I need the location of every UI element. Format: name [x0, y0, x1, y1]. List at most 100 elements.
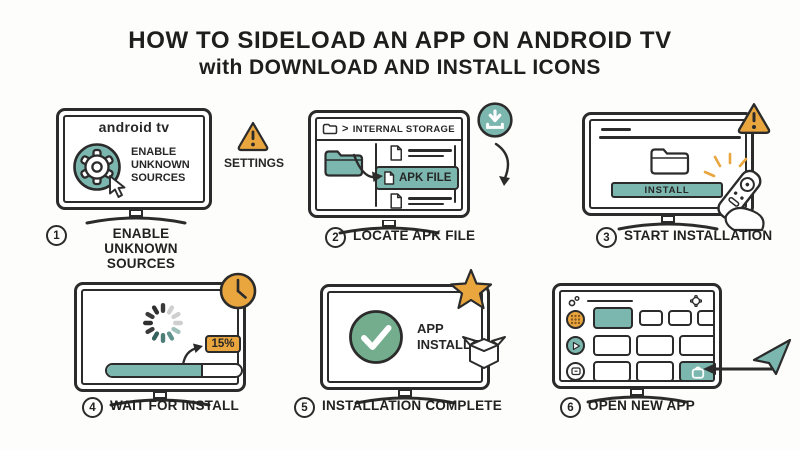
spinner-icon: [143, 303, 183, 343]
step-caption-text: LOCATE APK FILE: [353, 228, 476, 243]
apk-file-label: APK FILE: [399, 172, 452, 184]
tv-illustration: 15%: [74, 282, 246, 392]
file-lines: [408, 194, 452, 208]
step-number: 3: [596, 227, 617, 248]
android-tv-logo: android tv: [98, 119, 170, 135]
file-icon: [390, 145, 402, 161]
tv-illustration: [552, 283, 722, 389]
menu-line: [601, 128, 631, 131]
msg-line: UNKNOWN: [131, 159, 190, 172]
tv-screen: [559, 290, 715, 382]
title-line-2-main: DOWNLOAD AND INSTALL ICONS: [249, 56, 601, 80]
progress-percent-badge: 15%: [205, 335, 241, 353]
tv-stand: [617, 216, 719, 231]
step-caption-text: ENABLE UNKNOWN SOURCES: [104, 226, 178, 271]
install-button: INSTALL: [611, 182, 723, 198]
tv-stand: [338, 220, 440, 235]
file-icon: [384, 171, 395, 185]
progress-bar-fill: [107, 365, 204, 376]
app-tile: [636, 335, 674, 356]
tv-stand: [354, 390, 456, 405]
step-4-caption: 4 WAIT FOR INSTALL: [82, 397, 239, 418]
title-line-2: with DOWNLOAD AND INSTALL ICONS: [0, 55, 800, 81]
msg-line: ENABLE: [131, 146, 177, 158]
open-box-icon: [462, 336, 506, 369]
app-tile: [593, 361, 631, 380]
breadcrumb-label: INTERNAL STORAGE: [352, 123, 455, 135]
msg-line: SOURCES: [131, 172, 186, 185]
apps-grid-icon: [566, 310, 585, 329]
tv-screen: android tv: [63, 115, 205, 203]
step-1: android tv: [40, 100, 284, 271]
step-5: APP INSTALLED 5 INSTALLATION COMPLETE: [288, 268, 540, 438]
step-number: 6: [560, 397, 581, 418]
left-arrow-icon: [703, 363, 775, 375]
library-icon: [566, 362, 585, 380]
step-caption-text: OPEN NEW APP: [588, 398, 695, 413]
curved-arrow-icon: [181, 343, 203, 367]
new-app-tile: [679, 361, 713, 380]
app-tile: [636, 361, 674, 380]
step-number: 5: [294, 397, 315, 418]
tv-screen: 15%: [81, 289, 243, 385]
menu-line: [599, 136, 741, 139]
play-icon: [566, 336, 585, 355]
curved-arrow-icon: [494, 142, 510, 186]
file-icon: [390, 193, 402, 209]
breadcrumb-sep: >: [342, 123, 349, 135]
step-caption-text: START INSTALLATION: [624, 228, 773, 243]
title-with: with: [199, 56, 249, 80]
step-1-caption: 1 ENABLE UNKNOWN SOURCES: [46, 225, 208, 271]
step-2: > INTERNAL STORAGE: [298, 100, 546, 268]
app-tile-focused: [593, 307, 633, 329]
tv-illustration: android tv: [56, 108, 212, 210]
step-4: 15% 4 WAIT FOR INSTALL: [40, 268, 280, 438]
step-number: 4: [82, 397, 103, 418]
msg-line: APP: [417, 321, 444, 336]
page-title: HOW TO SIDELOAD AN APP ON ANDROID TV wit…: [0, 26, 800, 81]
step-number: 2: [325, 227, 346, 248]
step-6-caption: 6 OPEN NEW APP: [560, 397, 695, 418]
app-tile: [593, 335, 631, 356]
file-lines: [408, 146, 452, 160]
menu-line: [587, 300, 633, 302]
file-row: [389, 192, 452, 210]
step-caption-text: INSTALLATION COMPLETE: [322, 398, 502, 413]
step-caption-text: WAIT FOR INSTALL: [110, 398, 239, 413]
app-tile: [668, 310, 692, 326]
step-number: 1: [46, 225, 67, 246]
step-5-caption: 5 INSTALLATION COMPLETE: [294, 397, 502, 418]
enable-unknown-sources-text: ENABLE UNKNOWN SOURCES: [131, 146, 190, 186]
gear-icon: [73, 143, 121, 191]
gear-icon: [689, 294, 703, 308]
cursor-plane-icon: [752, 338, 792, 376]
app-tile: [639, 310, 663, 326]
file-row: [389, 144, 452, 162]
app-tile: [679, 335, 713, 356]
tv-illustration: > INTERNAL STORAGE: [308, 110, 470, 218]
folder-outline-icon: [322, 123, 338, 135]
step-3-caption: 3 START INSTALLATION: [596, 227, 773, 248]
clock-icon: [219, 272, 257, 310]
settings-label: SETTINGS: [223, 156, 284, 170]
app-tile: [697, 310, 713, 326]
step-2-caption: 2 LOCATE APK FILE: [325, 227, 476, 248]
tv-stand: [85, 210, 187, 225]
warning-triangle-icon: [237, 121, 269, 152]
tv-screen: > INTERNAL STORAGE: [315, 117, 463, 211]
decoration-icon: [568, 296, 580, 307]
remote-hand-icon: [703, 152, 765, 232]
breadcrumb: > INTERNAL STORAGE: [317, 119, 461, 141]
warning-triangle-icon: [737, 103, 771, 134]
star-icon: [449, 268, 493, 310]
folder-outline-icon: [650, 148, 690, 175]
tv-stand: [109, 392, 211, 407]
tv-illustration: APP INSTALLED: [320, 284, 490, 390]
progress-bar: [105, 363, 243, 378]
tv-stand: [586, 389, 688, 404]
download-icon: [477, 102, 513, 138]
apk-file-chip: APK FILE: [375, 166, 460, 190]
check-circle-icon: [349, 310, 403, 364]
cursor-icon: [109, 175, 126, 198]
